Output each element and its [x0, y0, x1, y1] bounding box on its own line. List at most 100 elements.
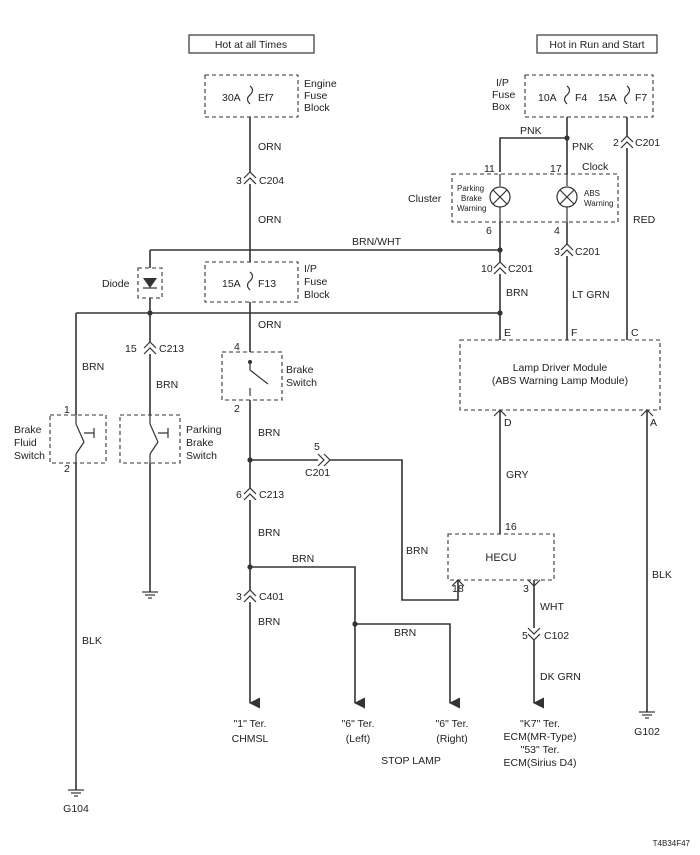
svg-text:C102: C102: [544, 630, 569, 642]
connector-c201-pin2: 2 C201: [613, 135, 660, 149]
svg-text:I/P: I/P: [496, 77, 509, 89]
svg-text:"6" Ter.: "6" Ter.: [342, 718, 375, 730]
terminal-right: "6" Ter. (Right): [436, 718, 469, 745]
svg-text:Brake: Brake: [186, 437, 214, 449]
svg-text:G104: G104: [63, 803, 89, 815]
svg-text:BRN: BRN: [394, 627, 416, 639]
svg-text:Warning: Warning: [457, 204, 487, 213]
svg-text:F13: F13: [258, 278, 276, 290]
svg-text:CHMSL: CHMSL: [232, 733, 269, 745]
svg-text:Fluid: Fluid: [14, 437, 37, 449]
svg-text:Warning: Warning: [584, 199, 614, 208]
stop-lamp-label: STOP LAMP: [381, 755, 441, 767]
engine-fuse-block: 30A Ef7 Engine Fuse Block: [204, 74, 337, 118]
svg-text:Switch: Switch: [14, 450, 45, 462]
svg-text:"K7" Ter.: "K7" Ter.: [520, 718, 560, 730]
svg-text:A: A: [650, 417, 657, 429]
svg-text:17: 17: [550, 163, 562, 175]
ground-parking: [142, 591, 158, 599]
svg-text:Clock: Clock: [582, 161, 609, 173]
svg-text:6: 6: [486, 225, 492, 237]
ground-g104: G104: [63, 789, 89, 815]
svg-text:ORN: ORN: [258, 141, 281, 153]
svg-text:Fuse: Fuse: [492, 89, 516, 101]
svg-text:ECM(Sirius D4): ECM(Sirius D4): [504, 757, 577, 769]
svg-text:BLK: BLK: [82, 635, 102, 647]
ground-g102: G102: [634, 711, 660, 738]
svg-text:WHT: WHT: [540, 601, 564, 613]
ip-fuse-box: 10A F4 15A F7 I/P Fuse Box: [492, 74, 654, 118]
svg-text:18: 18: [452, 583, 464, 595]
svg-text:E: E: [504, 327, 511, 339]
svg-text:15A: 15A: [598, 92, 617, 104]
svg-text:10: 10: [481, 263, 493, 275]
svg-text:GRY: GRY: [506, 469, 529, 481]
svg-text:I/P: I/P: [304, 263, 317, 275]
terminal-chmsl: "1" Ter. CHMSL: [232, 718, 269, 745]
parking-brake-warning-lamp: Parking Brake Warning: [457, 184, 511, 213]
svg-text:Brake: Brake: [14, 424, 42, 436]
svg-text:D: D: [504, 417, 512, 429]
connector-c213-pin6: 6 C213: [236, 487, 284, 501]
svg-text:Brake: Brake: [286, 364, 314, 376]
svg-text:BRN: BRN: [82, 361, 104, 373]
connector-c201-pin10: 10 C201: [481, 261, 533, 275]
svg-text:4: 4: [234, 341, 240, 353]
svg-text:C213: C213: [159, 343, 184, 355]
svg-text:Engine: Engine: [304, 78, 337, 90]
svg-text:BRN: BRN: [406, 545, 428, 557]
connector-c204: 3 C204: [236, 171, 284, 187]
svg-text:Block: Block: [304, 289, 330, 301]
svg-text:BRN/WHT: BRN/WHT: [352, 236, 402, 248]
figure-code: T4B34F47: [653, 839, 691, 848]
header-hot-in-run-and-start: Hot in Run and Start: [536, 34, 658, 54]
svg-text:2: 2: [613, 137, 619, 149]
svg-text:F4: F4: [575, 92, 587, 104]
svg-text:DK GRN: DK GRN: [540, 671, 581, 683]
svg-text:ORN: ORN: [258, 214, 281, 226]
svg-text:LT GRN: LT GRN: [572, 289, 610, 301]
svg-text:5: 5: [314, 441, 320, 453]
svg-text:C401: C401: [259, 591, 284, 603]
svg-text:"53" Ter.: "53" Ter.: [521, 744, 560, 756]
svg-text:BRN: BRN: [506, 287, 528, 299]
svg-text:4: 4: [554, 225, 560, 237]
svg-text:PNK: PNK: [520, 125, 542, 137]
svg-text:G102: G102: [634, 726, 660, 738]
svg-text:F: F: [571, 327, 577, 339]
svg-text:"6" Ter.: "6" Ter.: [436, 718, 469, 730]
svg-text:Cluster: Cluster: [408, 193, 442, 205]
svg-text:16: 16: [505, 521, 517, 533]
svg-text:1: 1: [64, 404, 70, 416]
svg-text:Hot at all Times: Hot at all Times: [215, 39, 287, 51]
svg-text:F7: F7: [635, 92, 647, 104]
svg-text:(ABS Warning Lamp Module): (ABS Warning Lamp Module): [492, 375, 628, 387]
svg-text:6: 6: [236, 489, 242, 501]
svg-text:C201: C201: [635, 137, 660, 149]
ip-fuse-block-f13: 15A F13 I/P Fuse Block: [204, 261, 330, 303]
svg-text:2: 2: [64, 463, 70, 475]
abs-warning-lamp: ABS Warning: [556, 186, 614, 208]
connector-c201-pin3: 3 C201: [554, 243, 600, 258]
svg-text:C201: C201: [575, 246, 600, 258]
svg-text:ABS: ABS: [584, 189, 600, 198]
svg-text:ORN: ORN: [258, 319, 281, 331]
svg-text:HECU: HECU: [485, 552, 516, 564]
svg-text:C213: C213: [259, 489, 284, 501]
svg-text:BLK: BLK: [652, 569, 672, 581]
svg-text:Fuse: Fuse: [304, 276, 328, 288]
svg-text:C201: C201: [305, 467, 330, 479]
svg-text:15: 15: [125, 343, 137, 355]
terminal-ecm: "K7" Ter. ECM(MR-Type) "53" Ter. ECM(Sir…: [504, 718, 577, 769]
svg-text:15A: 15A: [222, 278, 241, 290]
svg-text:Switch: Switch: [286, 377, 317, 389]
connector-c401: 3 C401: [236, 589, 284, 603]
svg-text:"1" Ter.: "1" Ter.: [234, 718, 267, 730]
svg-text:Brake: Brake: [461, 194, 482, 203]
svg-text:Block: Block: [304, 102, 330, 114]
header-hot-at-all-times: Hot at all Times: [188, 34, 315, 54]
svg-text:3: 3: [236, 175, 242, 187]
svg-text:C: C: [631, 327, 639, 339]
connector-c213-pin15: 15 C213: [125, 341, 184, 355]
